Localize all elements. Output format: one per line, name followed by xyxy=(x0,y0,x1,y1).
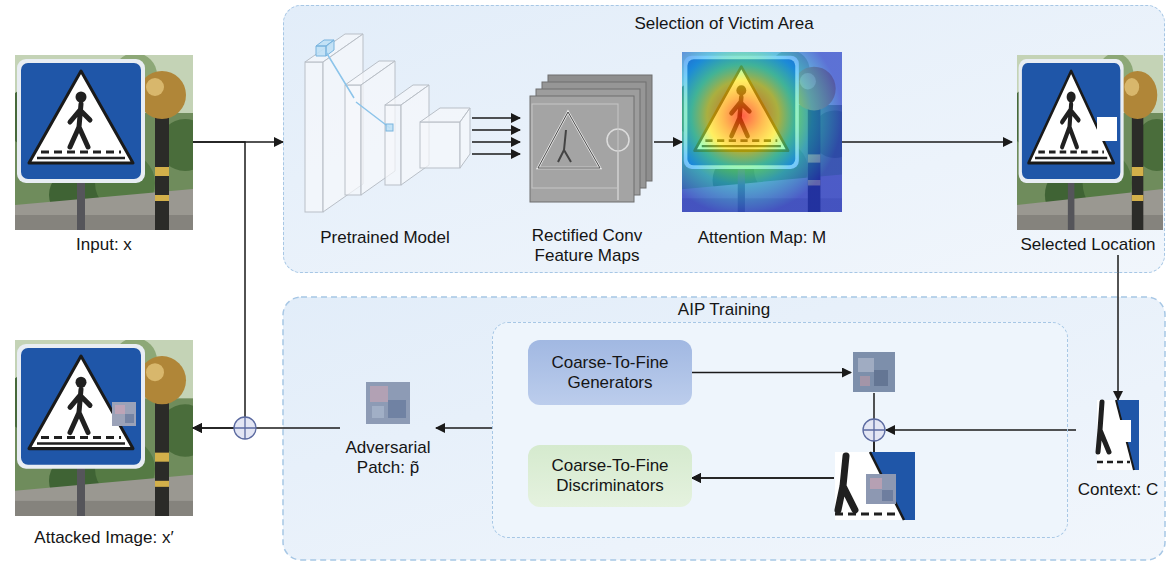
node-label: Coarse-To-Fine Discriminators xyxy=(538,456,682,496)
connector-line xyxy=(436,427,492,429)
node-label: Pretrained Model xyxy=(298,228,472,248)
feature-maps xyxy=(530,75,652,202)
node-label: Attacked Image: x′ xyxy=(15,528,193,548)
inner-panel-fill xyxy=(492,322,1068,538)
connector-line xyxy=(886,429,1076,431)
connector-line xyxy=(692,477,834,479)
connector-line xyxy=(472,153,520,155)
context-crop xyxy=(1097,400,1139,470)
attention-map xyxy=(671,50,858,212)
connector-line xyxy=(472,117,520,119)
connector-arrow xyxy=(1118,255,1119,400)
connector-arrow xyxy=(472,118,520,154)
image-node: Input: x xyxy=(15,55,193,255)
training-panel xyxy=(283,297,1165,560)
connector-line xyxy=(654,141,682,143)
connector-arrow xyxy=(193,142,283,143)
model-node: Pretrained Model xyxy=(298,30,472,248)
connector-line xyxy=(193,427,340,429)
connector-line xyxy=(193,141,283,143)
node-label: Coarse-To-Fine Generators xyxy=(538,353,682,393)
connector-arrow xyxy=(692,430,1076,478)
connector-line xyxy=(873,393,875,419)
selected-location-photo xyxy=(1007,53,1175,230)
input-photo xyxy=(3,53,211,230)
network-illustration xyxy=(305,34,470,212)
node-label: Attention Map: M xyxy=(682,228,842,248)
stage-panel: Selection of Victim AreaPretrained Model… xyxy=(283,5,1165,273)
attacked-photo xyxy=(3,338,211,516)
process-box: Coarse-To-Fine Discriminators xyxy=(528,445,692,507)
connector-arrow xyxy=(654,142,682,143)
node-label: Input: x xyxy=(15,235,193,255)
node-label: Adversarial Patch: p̃ xyxy=(340,438,436,478)
sum-symbol xyxy=(863,419,885,441)
connector-line xyxy=(873,441,875,452)
image-node: Attacked Image: x′ xyxy=(15,340,193,548)
connector-line xyxy=(472,129,520,131)
connector-line xyxy=(1117,255,1119,400)
node-label: AIP Training xyxy=(678,300,770,320)
node-label: Rectified Conv Feature Maps xyxy=(520,226,654,266)
connector-line xyxy=(842,141,1012,143)
connector-arrow xyxy=(436,428,492,429)
connector-arrow xyxy=(692,373,874,479)
process-box: Coarse-To-Fine Generators xyxy=(528,340,692,405)
image-node: Adversarial Patch: p̃ xyxy=(340,382,436,478)
connector-line xyxy=(692,477,834,479)
image-node: Context: C xyxy=(1076,400,1160,500)
connector-arrow xyxy=(193,142,245,428)
node-label: Selected Location xyxy=(1012,235,1164,255)
sum-symbol xyxy=(234,417,256,439)
node-label: Selection of Victim Area xyxy=(284,6,1164,34)
connector-line xyxy=(193,142,245,428)
patched-context xyxy=(835,452,915,520)
generated-patch xyxy=(853,352,895,392)
connector-line xyxy=(873,441,875,452)
connector-line xyxy=(692,372,851,374)
adversarial-patch-image xyxy=(366,382,410,424)
image-node: Attention Map: M xyxy=(682,52,842,248)
panel-fill xyxy=(283,5,1165,273)
connector-line xyxy=(472,141,520,143)
training-box: AIP TrainingCoarse-To-Fine GeneratorsCoa… xyxy=(492,300,1068,538)
connector-arrow xyxy=(193,428,340,429)
node-label: Context: C xyxy=(1076,480,1160,500)
image-node: Selected Location xyxy=(1012,55,1164,255)
feature-node: Rectified Conv Feature Maps xyxy=(520,72,654,266)
connector-arrow xyxy=(842,142,1012,143)
